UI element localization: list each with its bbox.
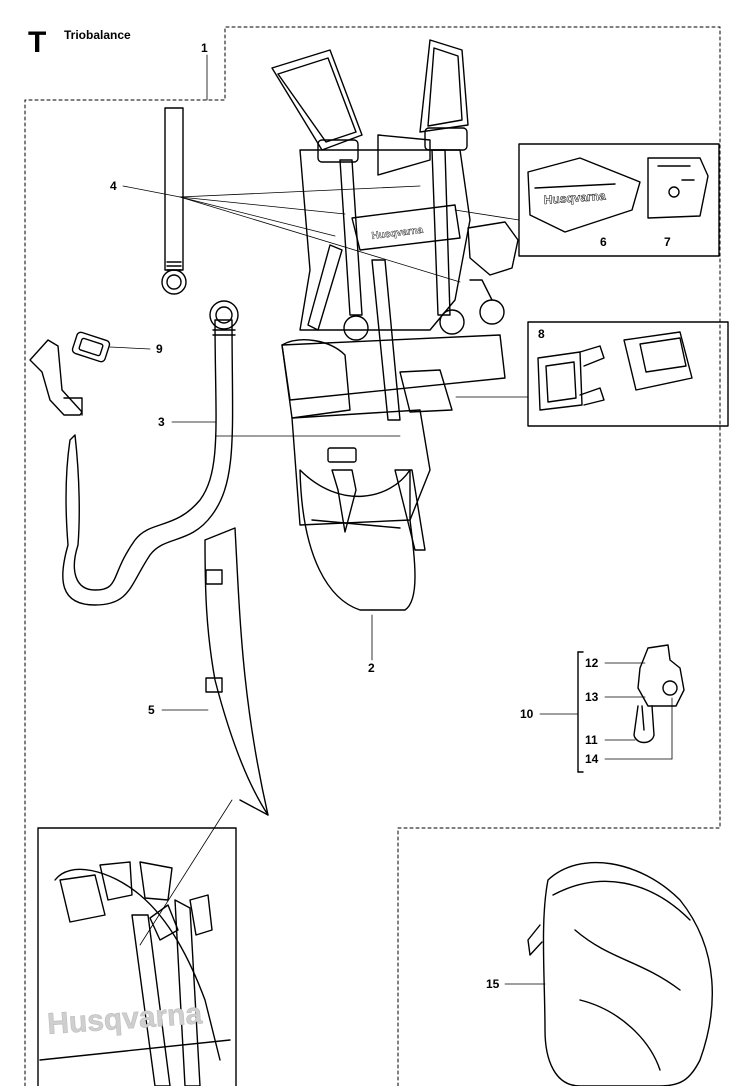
callout-5: 5 <box>148 703 155 717</box>
callout-10: 10 <box>520 707 534 721</box>
part-3-tube <box>62 300 239 606</box>
part-2-harness <box>271 39 519 611</box>
part-4-strap <box>161 107 187 295</box>
callout-15: 15 <box>486 977 500 991</box>
callout-9: 9 <box>156 342 163 356</box>
callout-8: 8 <box>538 327 545 341</box>
callout-12: 12 <box>585 656 599 670</box>
faded-brand-logo: Husqvarna <box>46 997 203 1041</box>
detail-inset <box>37 827 237 1086</box>
part-6-cover <box>527 157 641 233</box>
callout-14: 14 <box>585 752 599 766</box>
callout-13: 13 <box>585 690 599 704</box>
callout-3: 3 <box>158 415 165 429</box>
callout-1: 1 <box>201 41 208 55</box>
callout-6: 6 <box>600 235 607 249</box>
section-title: Triobalance <box>64 28 131 42</box>
part-10-hook <box>577 644 685 773</box>
leader-lines <box>109 54 673 985</box>
brand-logo-chest: Husqvarna <box>371 225 424 242</box>
section-letter: T <box>28 26 47 59</box>
inset-8 <box>527 321 729 427</box>
callout-11: 11 <box>585 733 598 747</box>
part-9-buckle <box>71 331 111 363</box>
part-5-pad <box>204 527 269 816</box>
callout-2: 2 <box>368 661 375 675</box>
part-15-cover <box>527 861 713 1086</box>
part-tube-end <box>29 339 83 416</box>
part-7-clip <box>647 157 709 219</box>
dashed-boundaries <box>24 26 721 1086</box>
callout-7: 7 <box>664 235 671 249</box>
part-8-buckle-female <box>623 331 693 391</box>
callout-4: 4 <box>110 179 117 193</box>
brand-logo-cover: Husqvarna <box>543 189 606 207</box>
part-8-buckle-male <box>537 351 583 411</box>
inset-6-7 <box>518 143 720 257</box>
